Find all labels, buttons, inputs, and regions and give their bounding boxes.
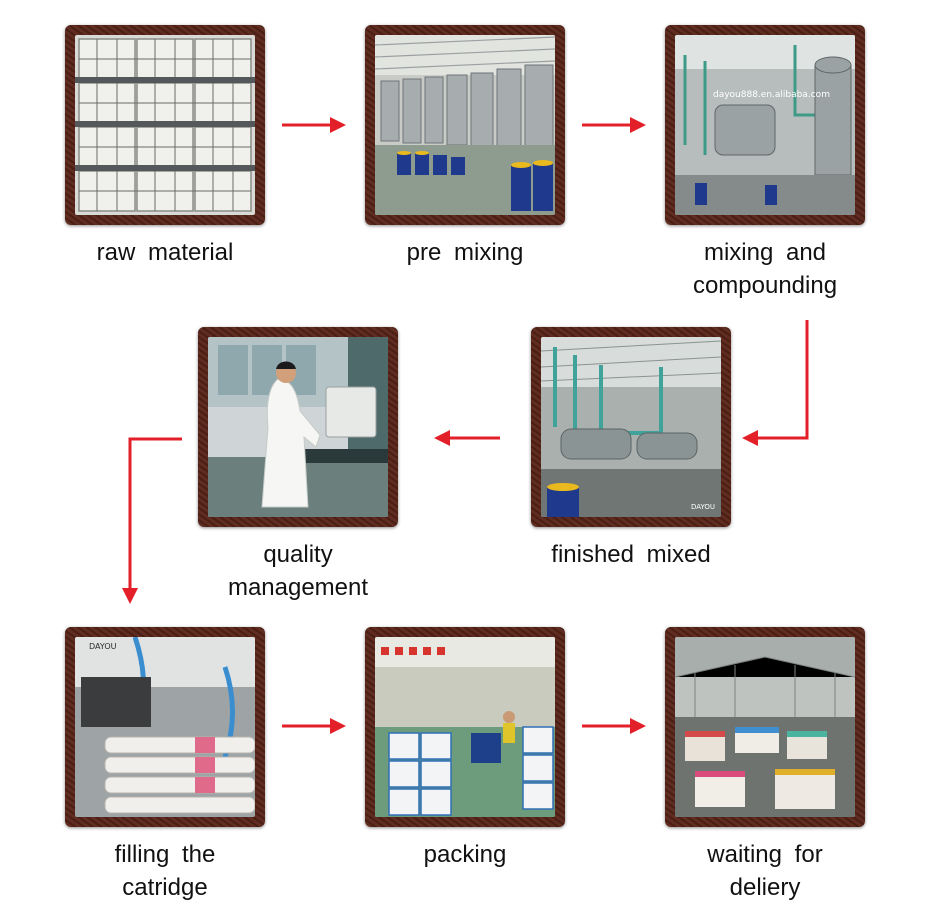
caption-line: compounding (692, 272, 838, 299)
watermark-text: dayou888.en.alibaba.com (713, 90, 830, 100)
arrow-down-left-icon (742, 320, 809, 446)
caption-line: finished mixed (551, 541, 711, 568)
step-label-mixing-and-compounding: mixing and compounding (645, 236, 885, 302)
step-label-filling-the-catridge: filling the catridge (45, 838, 285, 904)
arrow-right-icon (582, 117, 646, 133)
step-label-finished-mixed: finished mixed (511, 538, 751, 571)
caption-line: catridge (122, 874, 208, 901)
caption-line: packing (423, 841, 507, 868)
ibc-totes-photo (75, 35, 255, 215)
step-frame-mixing-and-compounding: dayou888.en.alibaba.com (665, 25, 865, 225)
step-frame-quality-management (198, 327, 398, 527)
watermark-text: DAYOU (89, 642, 117, 651)
filling-machine-photo: DAYOU (75, 637, 255, 817)
lab-technician-photo (208, 337, 388, 517)
pipework-mixers-photo: DAYOU (541, 337, 721, 517)
step-frame-finished-mixed: DAYOU (531, 327, 731, 527)
arrow-right-icon (282, 117, 346, 133)
caption-line: pre mixing (406, 239, 524, 266)
step-frame-raw-material (65, 25, 265, 225)
step-frame-pre-mixing (365, 25, 565, 225)
arrow-left-icon (434, 430, 500, 446)
mixing-tanks-photo (375, 35, 555, 215)
caption-line: deliery (729, 874, 801, 901)
step-label-raw-material: raw material (45, 236, 285, 269)
caption-line: waiting for (707, 841, 823, 868)
step-frame-waiting-for-deliery (665, 627, 865, 827)
caption-line: mixing and (703, 239, 827, 266)
step-label-packing: packing (345, 838, 585, 871)
caption-line: raw material (96, 239, 234, 266)
warehouse-photo (675, 637, 855, 817)
packing-line-photo (375, 637, 555, 817)
caption-line: filling the (114, 841, 216, 868)
watermark-text: DAYOU (691, 503, 715, 511)
step-frame-packing (365, 627, 565, 827)
arrow-right-icon (282, 718, 346, 734)
step-label-waiting-for-deliery: waiting for deliery (645, 838, 885, 904)
caption-line: management (227, 574, 369, 601)
step-label-quality-management: quality management (178, 538, 418, 604)
compounding-plant-photo: dayou888.en.alibaba.com (675, 35, 855, 215)
step-frame-filling-the-catridge: DAYOU (65, 627, 265, 827)
step-label-pre-mixing: pre mixing (345, 236, 585, 269)
caption-line: quality (263, 541, 333, 568)
arrow-right-icon (582, 718, 646, 734)
arrow-left-down-icon (122, 437, 182, 604)
